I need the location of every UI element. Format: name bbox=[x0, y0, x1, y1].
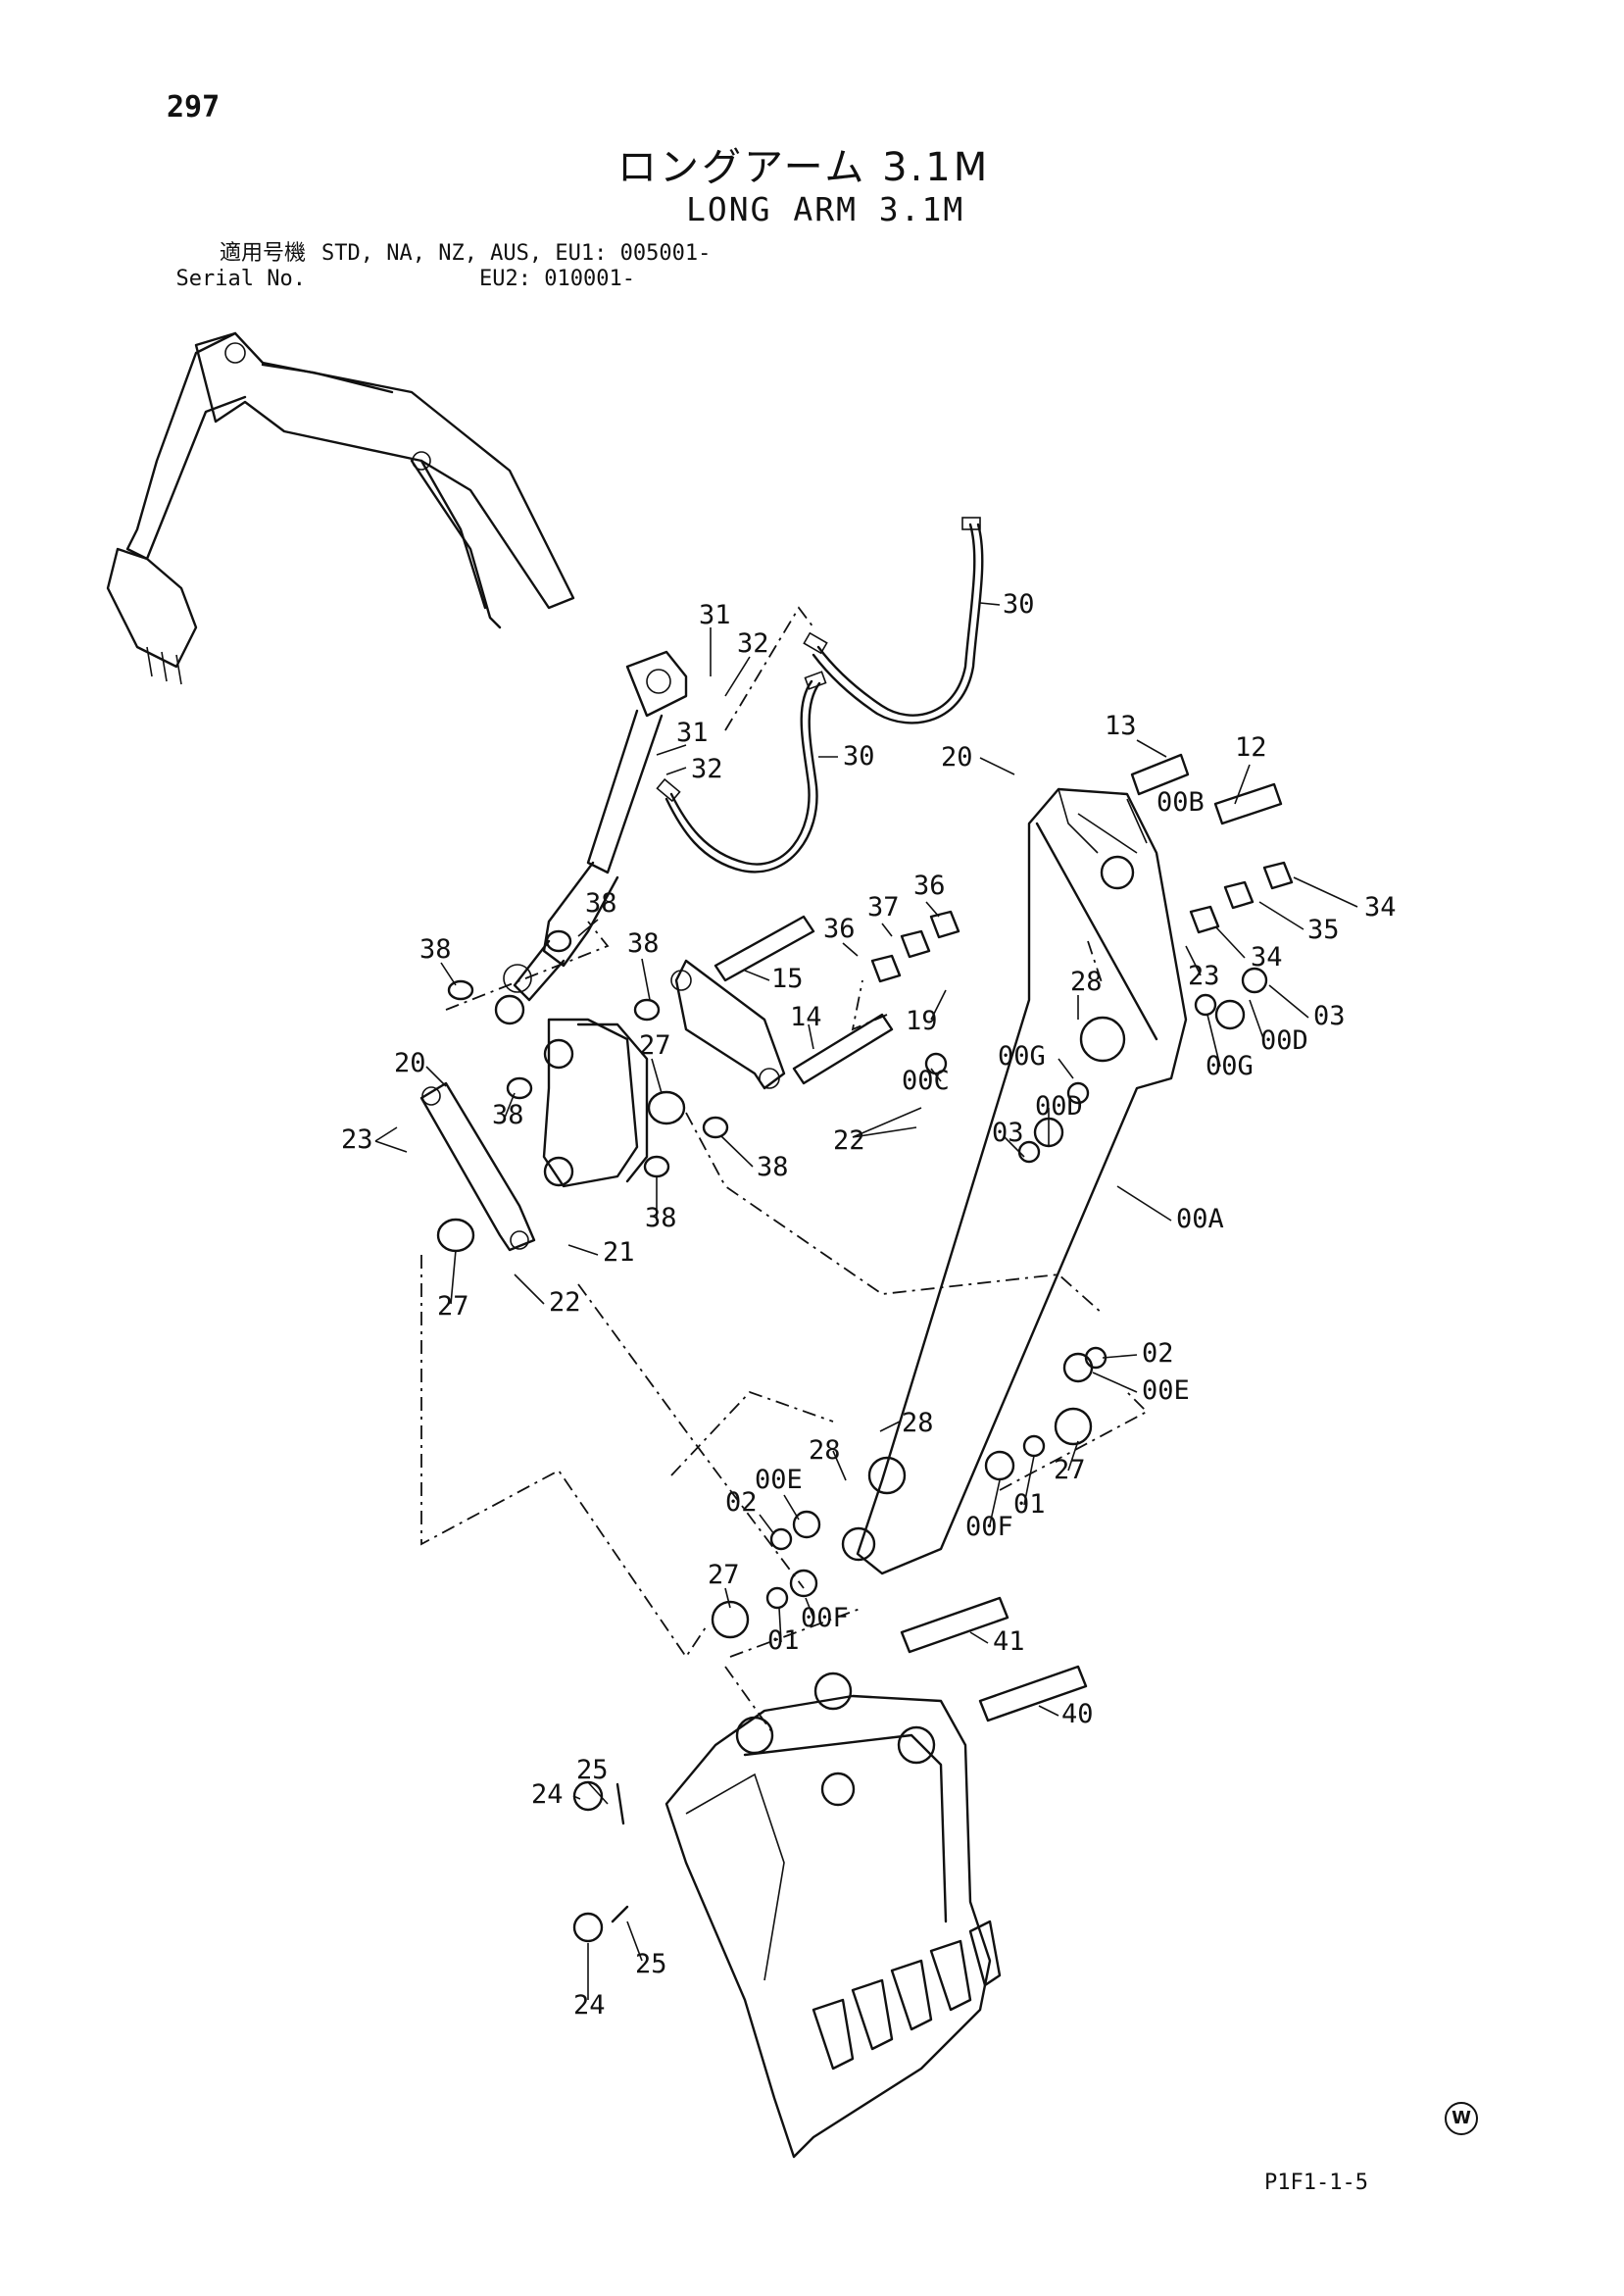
excavator-overview-icon bbox=[106, 331, 575, 685]
pin-icon bbox=[714, 753, 1283, 1722]
callout-27c: 27 bbox=[1054, 1455, 1086, 1485]
callout-27a: 27 bbox=[639, 1030, 671, 1061]
callout-00Ga: 00G bbox=[998, 1041, 1046, 1072]
callout-00C: 00C bbox=[902, 1066, 950, 1096]
callout-32a: 32 bbox=[737, 628, 769, 659]
callout-31a: 31 bbox=[699, 600, 731, 630]
callout-38e: 38 bbox=[757, 1152, 789, 1182]
callout-19: 19 bbox=[906, 1006, 938, 1036]
serial-range-1: STD, NA, NZ, AUS, EU1: 005001- bbox=[321, 241, 712, 266]
callout-group: 30 31 32 30 31 32 20 13 12 00B 34 35 34 … bbox=[341, 589, 1397, 2021]
callout-38f: 38 bbox=[645, 1203, 677, 1233]
link-icon bbox=[419, 959, 786, 1252]
callout-28c: 28 bbox=[809, 1435, 841, 1466]
callout-25a: 25 bbox=[576, 1755, 609, 1785]
callout-00B: 00B bbox=[1156, 787, 1205, 818]
cylinder-icon bbox=[503, 650, 688, 1002]
drawing-code: P1F1-1-5 bbox=[1264, 2171, 1368, 2195]
callout-41: 41 bbox=[993, 1626, 1025, 1657]
hose-icon bbox=[656, 517, 984, 873]
callout-01b: 01 bbox=[767, 1625, 800, 1656]
callout-36a: 36 bbox=[913, 871, 946, 901]
callout-32b: 32 bbox=[691, 754, 723, 784]
callout-15: 15 bbox=[771, 964, 804, 994]
callout-27b: 27 bbox=[437, 1291, 469, 1322]
callout-13: 13 bbox=[1105, 711, 1137, 741]
callout-38d: 38 bbox=[492, 1100, 524, 1130]
callout-28b: 28 bbox=[902, 1408, 934, 1438]
serial-range-2: EU2: 010001- bbox=[479, 267, 635, 291]
callout-20a: 20 bbox=[941, 742, 973, 773]
serial-label-jp: 適用号機 bbox=[219, 241, 306, 266]
callout-24b: 24 bbox=[573, 1990, 606, 2021]
callout-02a: 02 bbox=[1142, 1338, 1174, 1369]
callout-34b: 34 bbox=[1251, 942, 1283, 973]
callout-25b: 25 bbox=[635, 1949, 667, 1979]
callout-12: 12 bbox=[1235, 732, 1267, 763]
w-mark-icon: W bbox=[1445, 2102, 1478, 2135]
callout-00Eb: 00E bbox=[755, 1465, 803, 1495]
callout-23b: 23 bbox=[341, 1124, 373, 1155]
callout-00A: 00A bbox=[1176, 1204, 1224, 1234]
callout-31b: 31 bbox=[676, 718, 709, 748]
leader-lines bbox=[374, 602, 1358, 2000]
callout-24a: 24 bbox=[531, 1779, 564, 1810]
callout-03b: 03 bbox=[992, 1118, 1024, 1148]
arm-icon bbox=[841, 787, 1188, 1575]
callout-01a: 01 bbox=[1013, 1489, 1046, 1520]
callout-38c: 38 bbox=[627, 928, 660, 959]
callout-03a: 03 bbox=[1313, 1001, 1346, 1031]
callout-30b: 30 bbox=[843, 741, 875, 772]
callout-21: 21 bbox=[603, 1237, 635, 1268]
callout-14: 14 bbox=[790, 1002, 822, 1032]
serial-block: 適用号機 STD, NA, NZ, AUS, EU1: 005001- Seria… bbox=[167, 241, 712, 292]
callout-22b: 22 bbox=[549, 1287, 581, 1318]
callout-20b: 20 bbox=[394, 1048, 426, 1078]
callout-40: 40 bbox=[1061, 1699, 1094, 1729]
callout-34a: 34 bbox=[1364, 892, 1397, 923]
title-japanese: ロングアーム 3.1M bbox=[617, 145, 991, 190]
shim-icon bbox=[436, 861, 1294, 1943]
callout-23a: 23 bbox=[1188, 961, 1220, 991]
serial-row-1: 適用号機 STD, NA, NZ, AUS, EU1: 005001- bbox=[167, 241, 711, 267]
callout-02b: 02 bbox=[725, 1487, 758, 1518]
title-english: LONG ARM 3.1M bbox=[686, 190, 965, 228]
callout-28a: 28 bbox=[1070, 967, 1103, 997]
callout-00Da: 00D bbox=[1260, 1025, 1308, 1056]
serial-row-2: Serial No. EU2: 010001- bbox=[167, 267, 711, 292]
callout-38b: 38 bbox=[419, 934, 452, 965]
callout-00Fb: 00F bbox=[801, 1603, 849, 1633]
bucket-icon bbox=[664, 1672, 1002, 2159]
callout-00Gb: 00G bbox=[1206, 1051, 1254, 1081]
callout-00Fa: 00F bbox=[965, 1512, 1013, 1542]
callout-30a: 30 bbox=[1003, 589, 1035, 620]
callout-37: 37 bbox=[867, 892, 900, 923]
callout-36b: 36 bbox=[823, 914, 856, 944]
callout-00Db: 00D bbox=[1035, 1091, 1083, 1122]
callout-35: 35 bbox=[1307, 915, 1340, 945]
callout-38a: 38 bbox=[585, 888, 617, 919]
page-number: 297 bbox=[167, 90, 221, 125]
callout-00Ea: 00E bbox=[1142, 1375, 1190, 1406]
serial-label-en: Serial No. bbox=[175, 267, 306, 291]
callout-27d: 27 bbox=[708, 1560, 740, 1590]
callout-22a: 22 bbox=[833, 1125, 865, 1156]
